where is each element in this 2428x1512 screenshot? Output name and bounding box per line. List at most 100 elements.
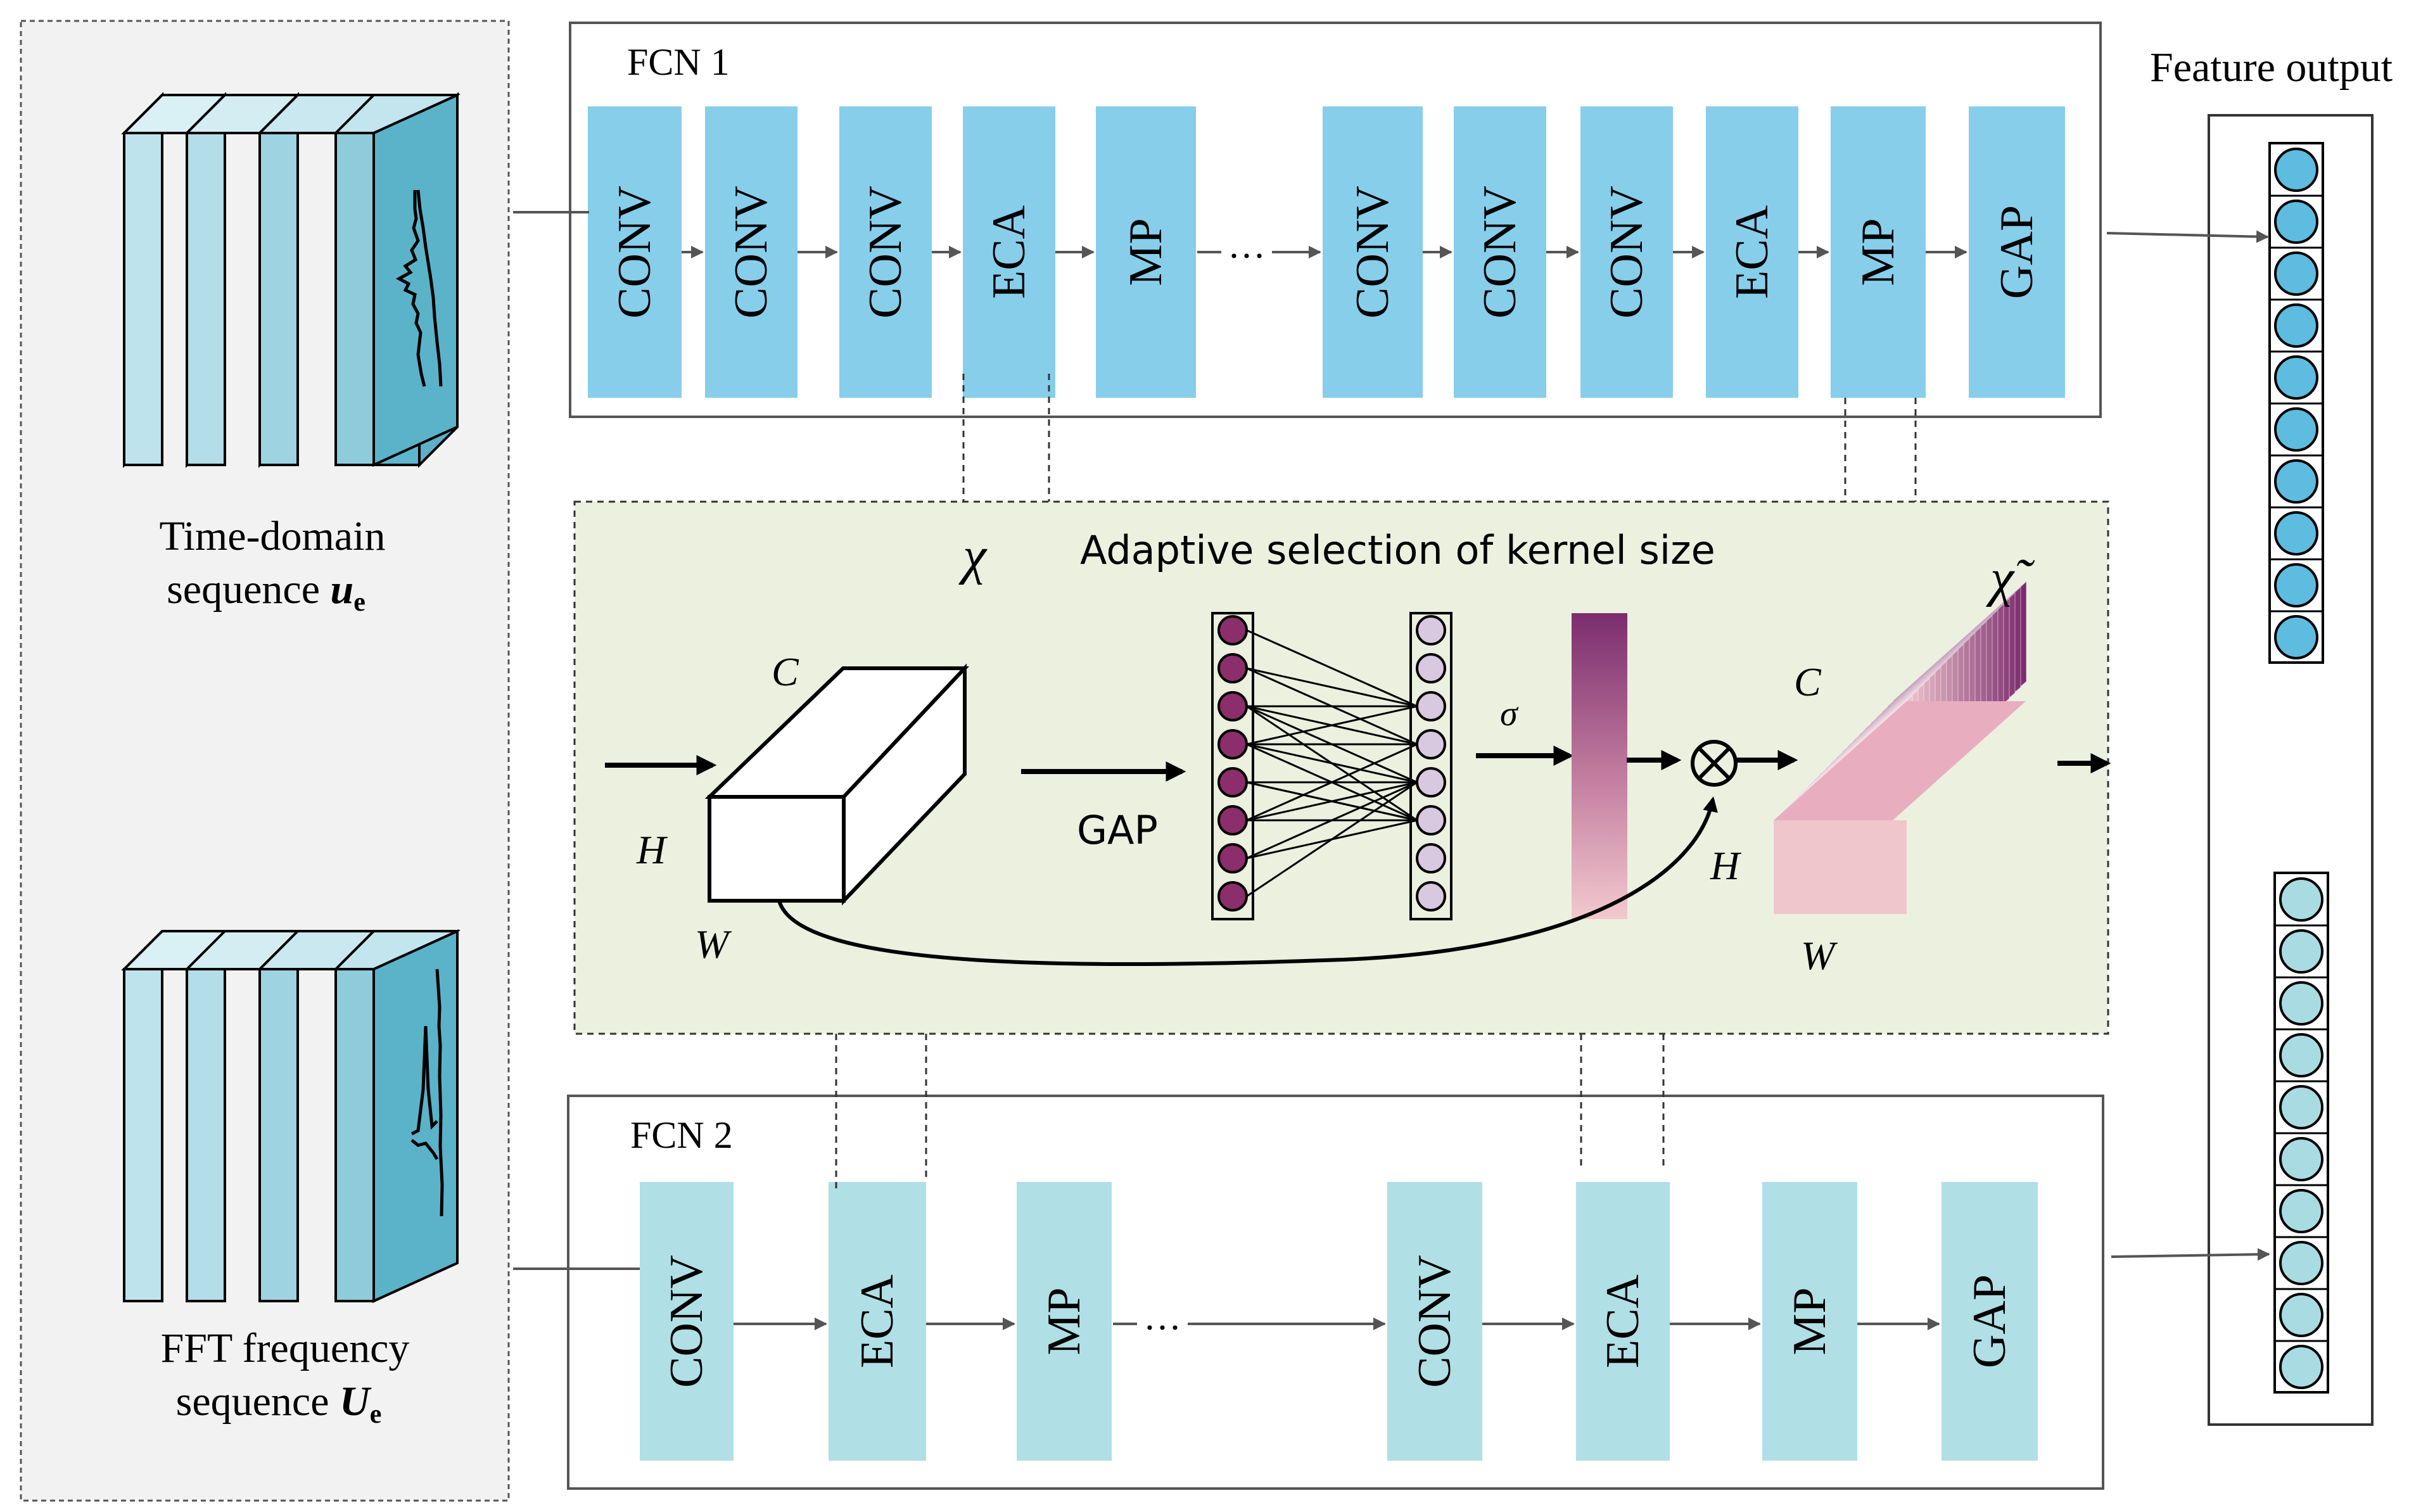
- feature-node: [2279, 1189, 2323, 1233]
- frequency-signal-trace: [435, 969, 444, 1217]
- front-face: [372, 929, 459, 1304]
- tensor-top: [1774, 701, 2026, 820]
- node-edge: [1246, 781, 1418, 822]
- frequency-stack: [121, 929, 461, 1304]
- feature-node: [2274, 148, 2318, 192]
- fcn2-block-label: MP: [1038, 1288, 1090, 1356]
- gap-node: [1217, 729, 1248, 759]
- feature-node: [2279, 981, 2323, 1026]
- feature-node: [2274, 200, 2318, 244]
- feature-node: [2274, 511, 2318, 556]
- out-dim-h: H: [1710, 843, 1742, 888]
- cube-dim-c: C: [772, 649, 799, 694]
- fcn1-block-conv: CONV: [1323, 106, 1423, 398]
- sigma-label: σ: [1500, 694, 1519, 734]
- freq-input-label-line2: sequence Ue: [176, 1378, 382, 1429]
- fcn2-ellipsis: ···: [1143, 1307, 1181, 1349]
- conv-node: [1416, 805, 1446, 835]
- fcn1-block-conv: CONV: [839, 106, 932, 398]
- node-edge: [1246, 629, 1418, 708]
- fcn2-block-conv: CONV: [1387, 1182, 1482, 1461]
- fcn2-block-label: MP: [1784, 1288, 1836, 1356]
- fcn1-block-label: CONV: [860, 186, 912, 319]
- conv-node: [1416, 653, 1446, 683]
- front-face: [372, 92, 459, 467]
- feature-node: [2274, 459, 2318, 504]
- fcn1-block-label: ECA: [1726, 205, 1778, 299]
- gap-node: [1217, 881, 1248, 912]
- fcn2-block-label: CONV: [1409, 1255, 1461, 1388]
- feature-node: [2274, 355, 2318, 400]
- fcn1-block-label: CONV: [1347, 186, 1399, 319]
- feature-node: [2279, 1241, 2323, 1285]
- gap-node: [1217, 691, 1248, 721]
- fcn1-block-eca: ECA: [1706, 106, 1798, 398]
- feature-node: [2274, 407, 2318, 452]
- feature-output-title: Feature output: [2150, 44, 2393, 91]
- fcn2-block-label: ECA: [851, 1274, 903, 1368]
- node-connections: [1246, 629, 1418, 898]
- node-edge: [1246, 743, 1418, 822]
- chi-symbol: χ: [958, 526, 988, 585]
- time-domain-stack: [121, 92, 461, 468]
- gap-node: [1217, 653, 1248, 683]
- time-input-label-line1: Time-domain: [160, 513, 386, 559]
- fcn2-blocks: CONV ECA MP ··· CONV ECA MP GAP: [640, 1182, 2038, 1461]
- cube-dim-w: W: [695, 922, 732, 967]
- layer-4: [333, 930, 461, 1302]
- fcn1-block-label: GAP: [1991, 205, 2043, 299]
- fcn2-block-mp: MP: [1762, 1182, 1857, 1461]
- fcn2-block-eca: ECA: [1576, 1182, 1670, 1461]
- gap-node: [1217, 843, 1248, 874]
- feature-node: [2274, 251, 2318, 296]
- fcn1-output-arrow: [2106, 230, 2269, 243]
- tensor-front: [1774, 820, 1907, 914]
- feature-node: [2274, 303, 2318, 348]
- feature-node: [2279, 1137, 2323, 1181]
- fcn1-block-mp: MP: [1831, 106, 1926, 398]
- fcn2-output-arrow: [2111, 1248, 2270, 1261]
- fcn1-block-eca: ECA: [963, 106, 1055, 398]
- conv-node: [1416, 615, 1446, 645]
- fcn1-block-label: MP: [1120, 219, 1172, 286]
- feature-node: [2274, 563, 2318, 607]
- attention-weights-bar: [1572, 613, 1627, 919]
- out-dim-c: C: [1794, 659, 1822, 704]
- fcn1-block-conv: CONV: [1454, 106, 1546, 398]
- node-edge: [1246, 819, 1418, 860]
- fcn1-block-label: CONV: [1601, 186, 1653, 319]
- gap-node: [1217, 767, 1248, 797]
- time-input-label-line2: sequence ue: [167, 566, 365, 617]
- fcn1-block-label: MP: [1852, 219, 1904, 286]
- gap-node: [1217, 615, 1248, 645]
- gap-node-column: [1211, 612, 1254, 920]
- fcn1-block-label: CONV: [725, 186, 777, 319]
- out-dim-w: W: [1801, 933, 1838, 978]
- fcn1-block-conv: CONV: [1580, 106, 1673, 398]
- node-edge: [1246, 667, 1418, 746]
- feature-node: [2279, 1345, 2323, 1389]
- fcn2-block-eca: ECA: [829, 1182, 926, 1461]
- feature-node: [2279, 877, 2323, 922]
- fcn1-block-mp: MP: [1096, 106, 1196, 398]
- fcn2-block-label: CONV: [661, 1255, 713, 1388]
- conv-node: [1416, 881, 1446, 912]
- cube-dim-h: H: [636, 827, 668, 872]
- reweighted-feature-tensor: [1773, 580, 2027, 915]
- feature-node: [2279, 1293, 2323, 1337]
- conv-node: [1416, 843, 1446, 874]
- skip-connection-curve: [777, 796, 1718, 967]
- feature-node: [2279, 1085, 2323, 1129]
- fcn2-block-label: ECA: [1597, 1274, 1649, 1368]
- conv-node: [1416, 767, 1446, 797]
- fcn1-block-label: CONV: [609, 186, 661, 319]
- fcn2-feature-vector: [2273, 872, 2329, 1394]
- fcn1-block-conv: CONV: [588, 106, 682, 398]
- node-edge: [1246, 781, 1418, 860]
- fcn1-block-label: CONV: [1474, 186, 1526, 319]
- gap-node: [1217, 805, 1248, 835]
- node-edge: [1246, 667, 1418, 708]
- fcn2-block-gap: GAP: [1942, 1182, 2038, 1461]
